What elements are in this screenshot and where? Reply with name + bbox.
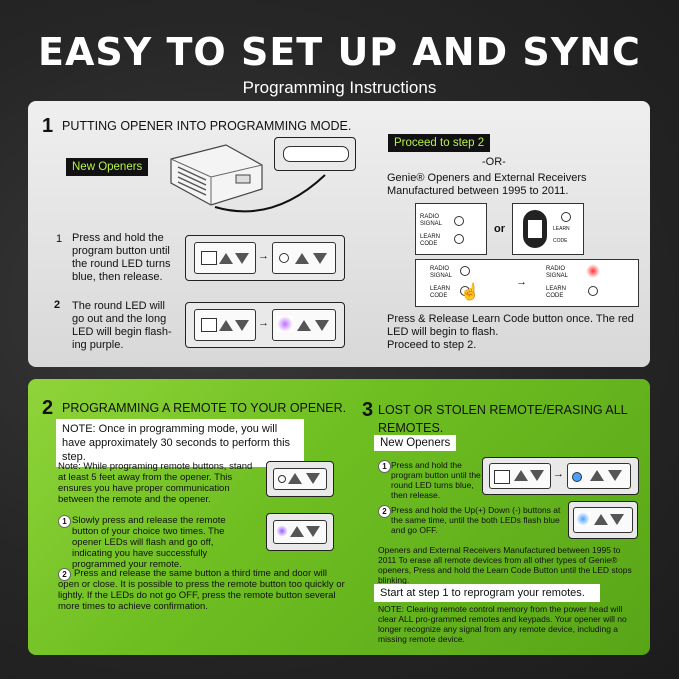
- page-title: EASY TO SET UP AND SYNC: [38, 30, 641, 74]
- step3-sub1-number: 1: [378, 460, 391, 473]
- arrow-right-icon: →: [516, 276, 527, 288]
- step1-sub2-number: 2: [54, 299, 61, 311]
- step2-number: 2: [42, 397, 54, 419]
- genie-openers-text: Genie® Openers and External Receivers Ma…: [387, 172, 587, 197]
- remote-diagram-2: [266, 513, 334, 551]
- step1-heading: PUTTING OPENER INTO PROGRAMMING MODE.: [62, 119, 352, 133]
- arrow-right-icon: →: [258, 250, 269, 262]
- control-panel-closeup: [274, 137, 356, 171]
- proceed-step2-text: Proceed to step 2.: [387, 339, 477, 351]
- step2-sub1-text: Slowly press and release the remote butt…: [72, 515, 226, 570]
- finger-press-icon: ☝: [460, 284, 480, 301]
- red-led-flash-icon: [586, 264, 600, 278]
- receiver-diagram-a: RADIO SIGNAL LEARN CODE: [415, 203, 487, 255]
- step2-3-panel: 2 PROGRAMMING A REMOTE TO YOUR OPENER. N…: [28, 379, 650, 655]
- new-openers-tag: New Openers: [66, 158, 149, 176]
- flash-led-icon: [277, 316, 293, 332]
- step3-number: 3: [362, 399, 374, 421]
- erase-diagram-2: [568, 501, 638, 539]
- page-subtitle: Programming Instructions: [242, 78, 437, 97]
- distance-note: Note: While programing remote buttons, s…: [58, 461, 253, 505]
- or-divider: -OR-: [482, 156, 506, 168]
- erase-diagram-1: →: [482, 457, 639, 495]
- arrow-right-icon: →: [553, 468, 564, 480]
- program-panel-diagram-1: →: [185, 235, 345, 281]
- receiver-diagram-b: LEARN CODE: [512, 203, 584, 255]
- step3-sub2-text: Press and hold the Up(+) Down (-) button…: [391, 505, 561, 535]
- clear-memory-note: NOTE: Clearing remote control memory fro…: [378, 604, 627, 644]
- device-or: or: [494, 223, 505, 235]
- pointer-curve: [213, 169, 333, 219]
- learn-code-diagram: RADIO SIGNAL LEARN CODE ☝ → RADIO SIGNAL…: [415, 259, 639, 307]
- older-openers-text: Openers and External Receivers Manufactu…: [378, 545, 632, 585]
- step2-sub1-number: 1: [58, 515, 71, 528]
- remote-diagram-1: [266, 461, 334, 497]
- step2-sub2-text: Press and release the same button a thir…: [58, 568, 345, 612]
- step1-sub2-text: The round LED will go out and the long L…: [72, 300, 172, 351]
- step3-sub1-text: Press and hold the program button until …: [391, 460, 481, 500]
- program-button-icon: [201, 251, 217, 265]
- step1-sub1-text: Press and hold the program button until …: [72, 232, 171, 283]
- step2-heading: PROGRAMMING A REMOTE TO YOUR OPENER.: [62, 401, 347, 415]
- step2-sub2-number: 2: [58, 568, 71, 581]
- step1-sub1-number: 1: [56, 233, 63, 245]
- step1-number: 1: [42, 115, 54, 137]
- start-again-banner: Start at step 1 to reprogram your remote…: [374, 584, 600, 602]
- arrow-right-icon: →: [258, 317, 269, 329]
- program-panel-diagram-2: →: [185, 302, 345, 348]
- step3-sub2-number: 2: [378, 505, 391, 518]
- step3-new-openers-tag: New Openers: [374, 435, 457, 451]
- step1-panel: 1 PUTTING OPENER INTO PROGRAMMING MODE. …: [28, 101, 650, 367]
- proceed-step2-tag: Proceed to step 2: [388, 134, 491, 152]
- step2-note: NOTE: Once in programming mode, you will…: [56, 419, 304, 467]
- step3-heading: LOST OR STOLEN REMOTE/ERASING ALL REMOTE…: [378, 403, 628, 435]
- learn-code-release-text: Press & Release Learn Code button once. …: [387, 313, 634, 338]
- opener-illustration: [166, 137, 266, 209]
